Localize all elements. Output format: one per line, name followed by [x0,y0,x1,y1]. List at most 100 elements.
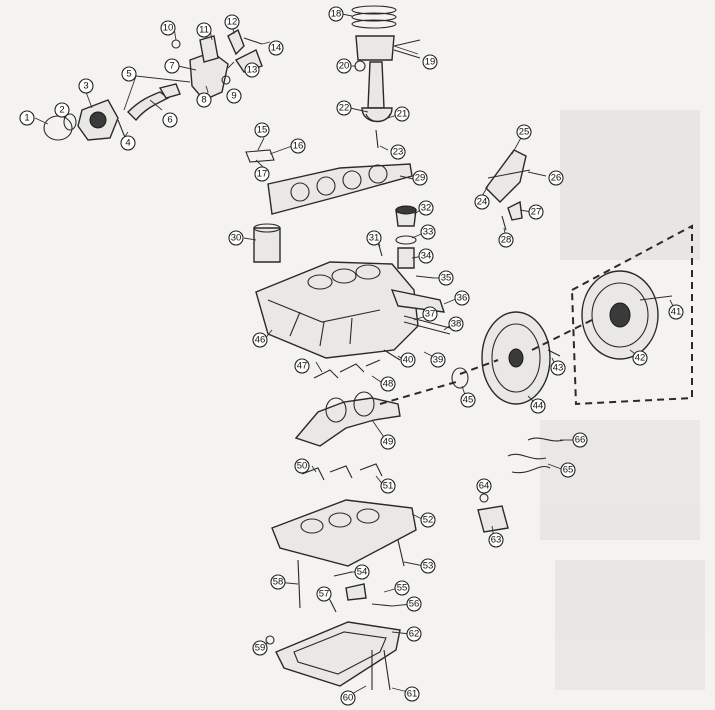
svg-text:65: 65 [563,465,574,476]
svg-text:59: 59 [255,643,266,654]
svg-text:47: 47 [297,361,308,372]
callout-32: 32 [418,200,434,216]
callout-62: 62 [406,626,422,642]
svg-text:50: 50 [297,461,308,472]
oil-cooler-part [390,289,446,313]
head-gasket-part [267,163,413,215]
timing-guide-part [485,149,527,203]
drain-plug-part [383,349,401,361]
callout-8: 8 [196,92,212,108]
callout-12: 12 [224,14,240,30]
callout-24: 24 [474,194,490,210]
svg-text:15: 15 [257,125,268,136]
callout-31: 31 [366,230,382,246]
svg-text:22: 22 [339,103,350,114]
svg-text:52: 52 [423,515,434,526]
svg-text:41: 41 [671,307,682,318]
callout-27: 27 [528,204,544,220]
background-ghosts [540,110,705,690]
callout-56: 56 [406,596,422,612]
bedplate-bolt-part [397,539,405,567]
callout-20: 20 [336,58,352,74]
callout-34: 34 [418,248,434,264]
svg-text:37: 37 [425,309,436,320]
callout-35: 35 [438,270,454,286]
callout-11: 11 [196,22,212,38]
callout-15: 15 [254,122,270,138]
callout-18: 18 [328,6,344,22]
gasket-part [63,113,77,131]
svg-text:61: 61 [407,689,418,700]
timing-group [485,149,531,231]
callout-22: 22 [336,100,352,116]
svg-text:24: 24 [477,197,488,208]
callout-7: 7 [164,58,180,74]
svg-text:17: 17 [257,169,268,180]
callout-53: 53 [420,558,436,574]
engine-block-group [255,261,451,361]
callout-23: 23 [390,144,406,160]
callout-51: 51 [380,478,396,494]
stud-part [243,37,263,45]
o-ring-part [43,115,73,141]
oil-pan-group [265,621,401,691]
callout-47: 47 [294,358,310,374]
callout-65: 65 [560,462,576,478]
svg-text:31: 31 [369,233,380,244]
bracket-part [245,149,275,163]
svg-text:18: 18 [331,9,342,20]
callout-5: 5 [121,66,137,82]
svg-text:40: 40 [403,355,414,366]
callout-66: 66 [572,432,588,448]
svg-text:45: 45 [463,395,474,406]
pin-clip-part [354,60,366,72]
oil-pan-part [275,621,401,687]
callout-30: 30 [228,230,244,246]
callout-16: 16 [290,138,306,154]
callout-29: 29 [412,170,428,186]
callout-1: 1 [19,110,35,126]
callout-61: 61 [404,686,420,702]
callout-52: 52 [420,512,436,528]
callout-44: 44 [530,398,546,414]
callout-54: 54 [354,564,370,580]
rod-bolt-part [375,129,379,149]
svg-text:39: 39 [433,355,444,366]
svg-text:42: 42 [635,353,646,364]
sensor-part [227,28,245,56]
bedplate-part [271,499,417,567]
svg-text:10: 10 [163,23,174,34]
callout-55: 55 [394,580,410,596]
svg-text:14: 14 [271,43,282,54]
svg-text:49: 49 [383,437,394,448]
seal-part [221,75,231,85]
svg-text:66: 66 [575,435,586,446]
callout-41: 41 [668,304,684,320]
svg-text:32: 32 [421,203,432,214]
svg-text:3: 3 [83,81,88,92]
svg-text:11: 11 [199,25,209,36]
svg-text:21: 21 [397,109,408,120]
callout-19: 19 [422,54,438,70]
cylinder-liner-part [253,227,281,263]
callout-3: 3 [78,78,94,94]
svg-text:35: 35 [441,273,452,284]
callout-25: 25 [516,124,532,140]
oil-filter-group [377,205,435,279]
svg-text:33: 33 [423,227,434,238]
svg-text:2: 2 [59,105,64,116]
svg-text:51: 51 [383,481,394,492]
svg-text:64: 64 [479,481,490,492]
svg-text:54: 54 [357,567,368,578]
svg-text:58: 58 [273,577,284,588]
callouts: 1 2 3 4 5 6 7 8 9 10 11 12 13 14 15 16 1… [19,6,684,706]
callout-10: 10 [160,20,176,36]
svg-text:62: 62 [409,629,420,640]
svg-text:30: 30 [231,233,242,244]
svg-text:44: 44 [533,401,544,412]
pump-hub-part [89,111,107,129]
piston-part [355,35,395,61]
o-ring-2-part [395,235,417,245]
